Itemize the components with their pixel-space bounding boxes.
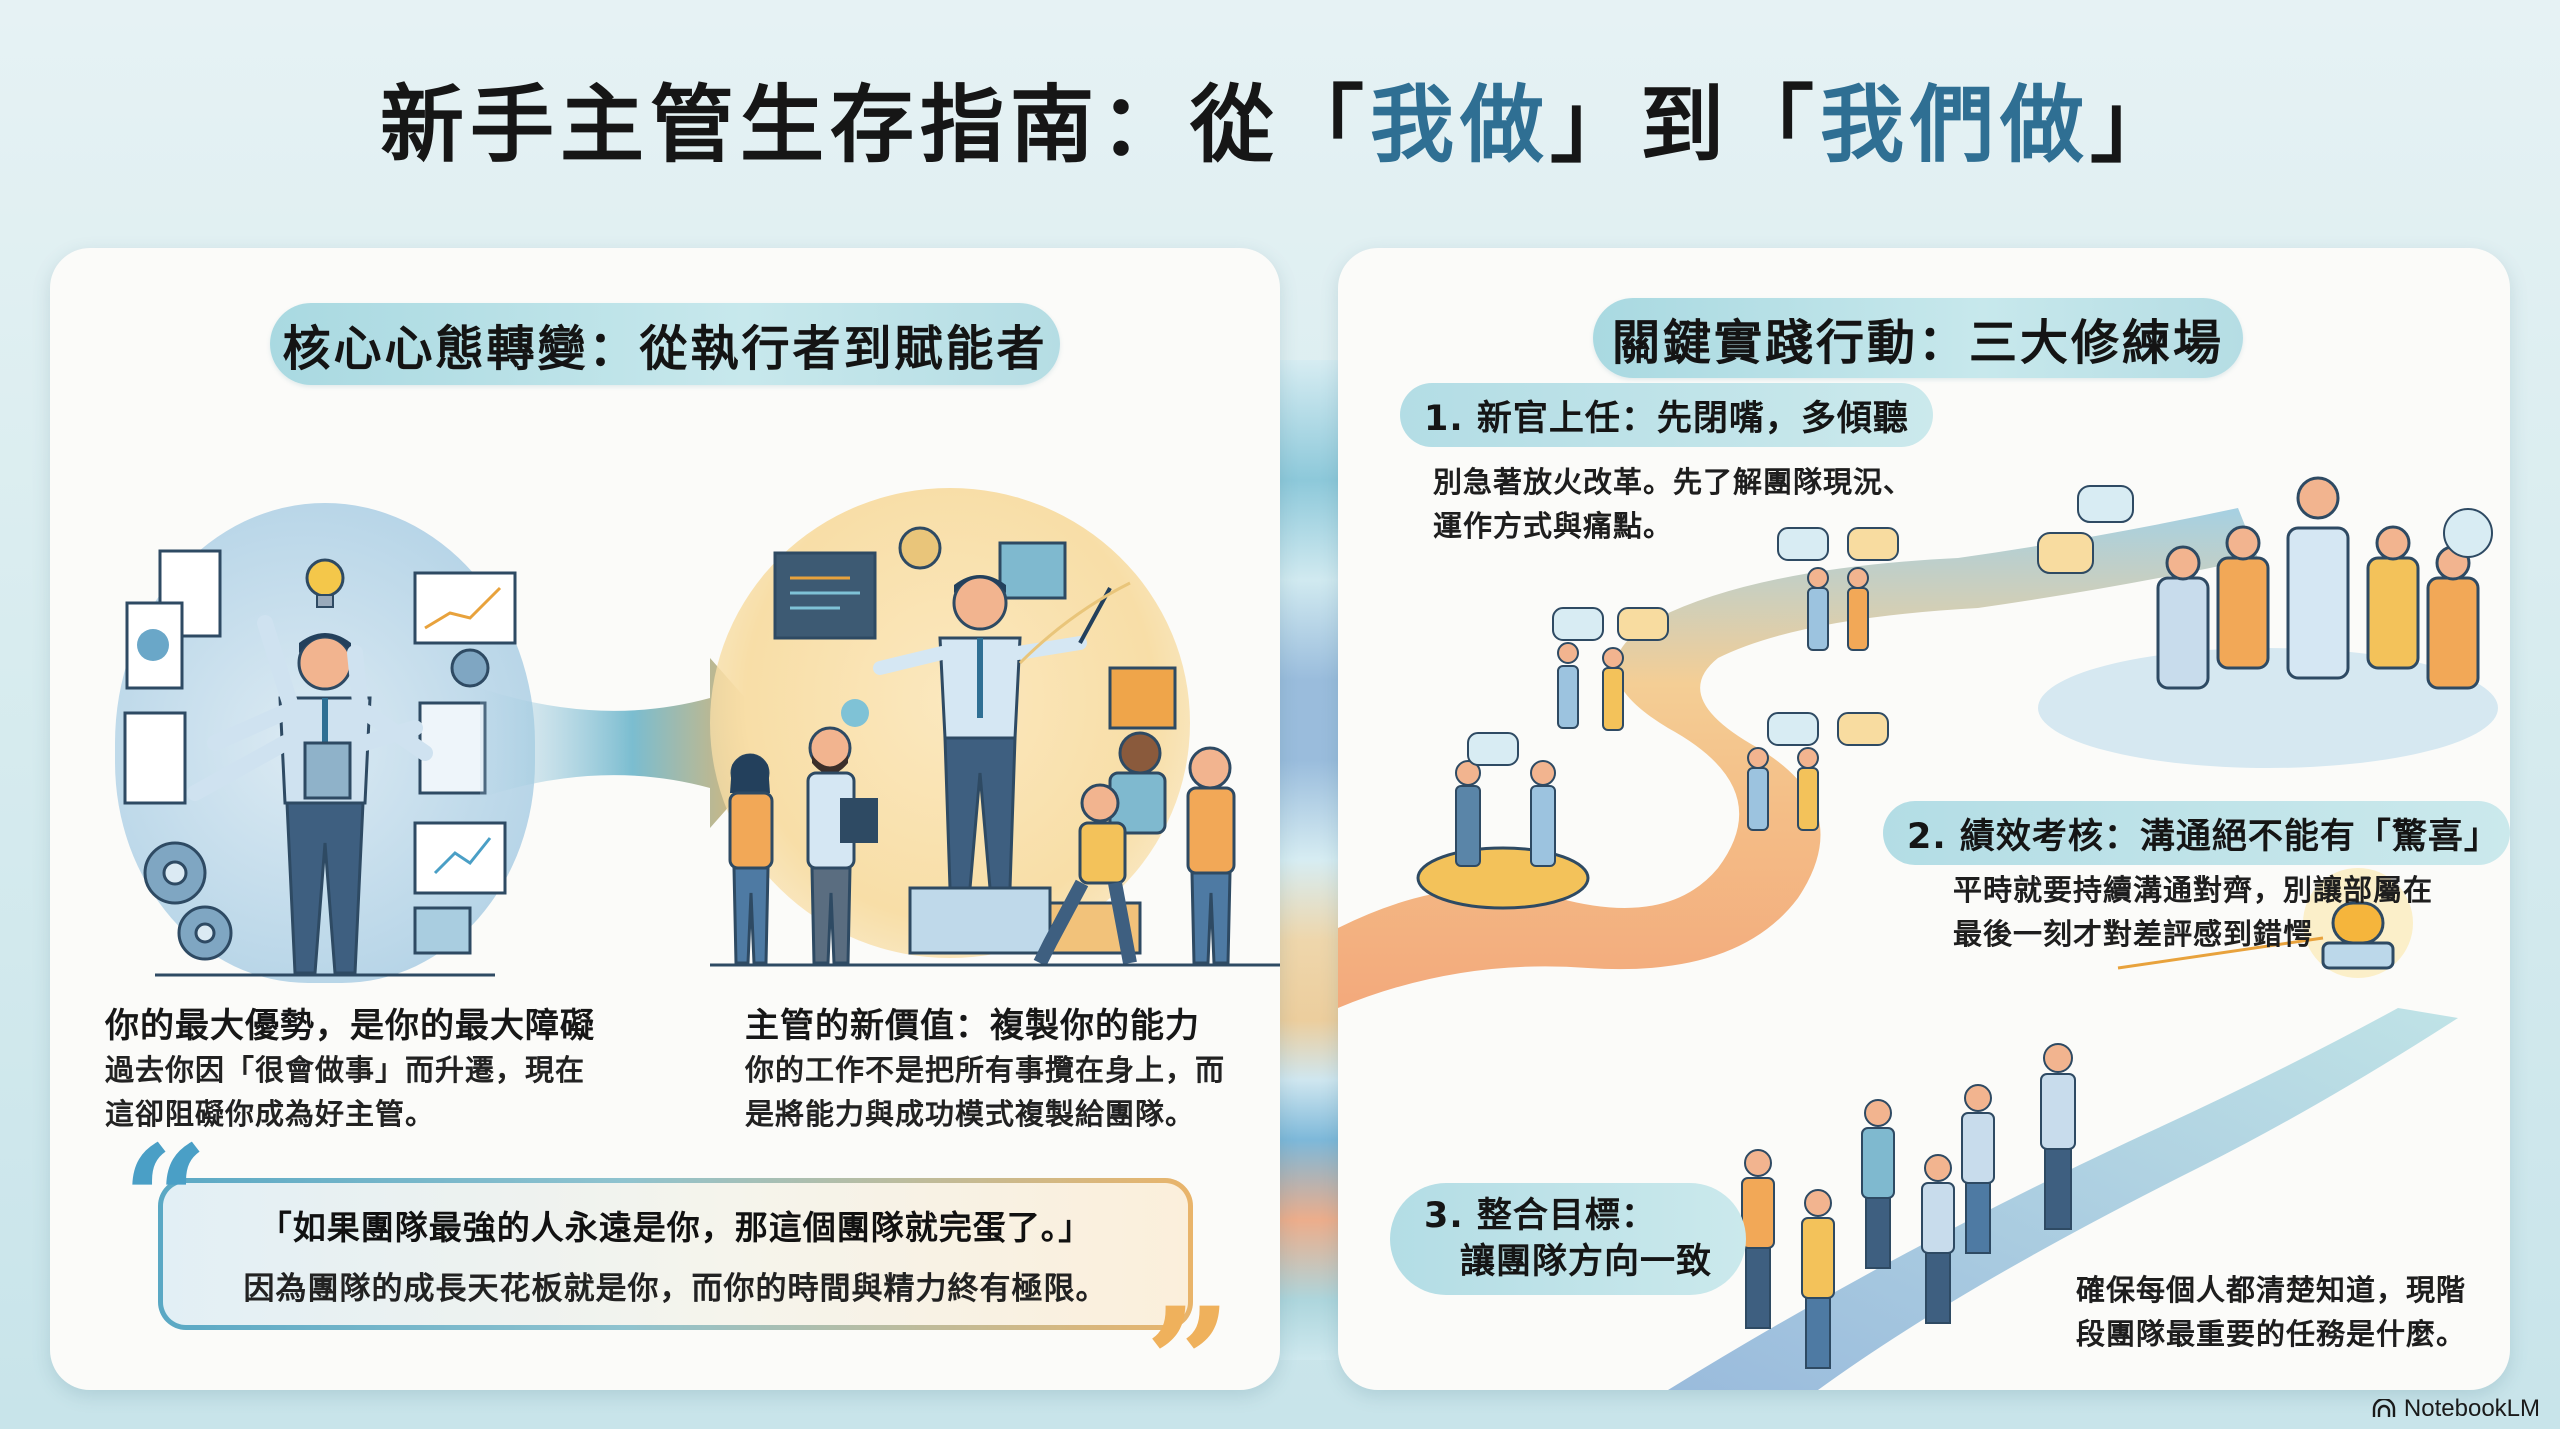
biggest-strength-line: 這卻阻礙你成為好主管。 — [105, 1097, 436, 1131]
step-2-line: 最後一刻才對差評感到錯愕 — [1953, 917, 2314, 951]
step-3-line: 段團隊最重要的任務是什麼。 — [2076, 1317, 2467, 1351]
mindset-shift-card: 核心心態轉變：從執行者到賦能者 — [50, 248, 1280, 1390]
title-suffix: 」 — [2090, 76, 2181, 174]
step-1-line: 別急著放火改革。先了解團隊現況、 — [1433, 465, 1914, 499]
title-middle: 」到「 — [1549, 76, 1820, 174]
biggest-strength-title: 你的最大優勢，是你的最大障礙 — [105, 1006, 595, 1046]
manager-empowering-team-figure-icon — [710, 526, 1280, 967]
step-1-body: 別急著放火改革。先了解團隊現況、 運作方式與痛點。 — [1433, 460, 1913, 548]
notebooklm-brand: NotebookLM — [2372, 1395, 2540, 1423]
step-3-title-line: 讓團隊方向一致 — [1460, 1242, 1713, 1282]
title-prefix: 新手主管生存指南：從「 — [379, 76, 1370, 174]
biggest-strength-line: 過去你因「很會做事」而升遷，現在 — [105, 1053, 586, 1087]
transition-arrow-icon — [480, 658, 785, 828]
mindset-shift-heading: 核心心態轉變：從執行者到賦能者 — [270, 303, 1060, 385]
new-value-line: 你的工作不是把所有事攬在身上，而 — [745, 1053, 1226, 1087]
new-value-body: 你的工作不是把所有事攬在身上，而 是將能力與成功模式複製給團隊。 — [745, 1048, 1225, 1136]
step-3-line: 確保每個人都清楚知道，現階 — [2076, 1273, 2467, 1307]
step-1-line: 運作方式與痛點。 — [1433, 509, 1674, 543]
title-accent-us: 我們做 — [1820, 76, 2091, 174]
new-value-line: 是將能力與成功模式複製給團隊。 — [745, 1097, 1196, 1131]
biggest-strength-body: 過去你因「很會做事」而升遷，現在 這卻阻礙你成為好主管。 — [105, 1048, 585, 1136]
decorative-mosaic-strip — [1280, 360, 1338, 1360]
step-2-body: 平時就要持續溝通對齊，別讓部屬在 最後一刻才對差評感到錯愕 — [1953, 868, 2433, 956]
step-3-body: 確保每個人都清楚知道，現階 段團隊最重要的任務是什麼。 — [2076, 1268, 2466, 1356]
key-quote-box: 「如果團隊最強的人永遠是你，那這個團隊就完蛋了。」 因為團隊的成長天花板就是你，… — [158, 1178, 1193, 1330]
winding-road-illustration — [1338, 476, 2498, 1390]
step-2-title: 2. 績效考核：溝通絕不能有「驚喜」 — [1883, 801, 2510, 865]
key-actions-card: 關鍵實踐行動：三大修練場 — [1338, 248, 2510, 1390]
close-quote-icon: ” — [1145, 1275, 1232, 1390]
open-quote-icon: “ — [122, 1113, 209, 1289]
step-2-line: 平時就要持續溝通對齊，別讓部屬在 — [1953, 873, 2434, 907]
step-1-title: 1. 新官上任：先閉嘴，多傾聽 — [1400, 383, 1933, 447]
step-3-title: 3. 整合目標： 讓團隊方向一致 — [1390, 1183, 1747, 1295]
brand-label: NotebookLM — [2403, 1395, 2540, 1422]
step-3-title-line: 3. 整合目標： — [1424, 1196, 1657, 1236]
overwhelmed-manager-figure-icon — [123, 549, 517, 977]
new-value-title: 主管的新價值：複製你的能力 — [745, 1006, 1200, 1046]
page-title: 新手主管生存指南：從「我做」到「我們做」 — [0, 58, 2560, 179]
title-accent-me: 我做 — [1369, 76, 1550, 174]
notebooklm-logo-icon — [2372, 1399, 2396, 1417]
key-actions-heading: 關鍵實踐行動：三大修練場 — [1593, 298, 2243, 378]
quote-main: 「如果團隊最強的人永遠是你，那這個團隊就完蛋了。」 — [258, 1207, 1093, 1247]
quote-explanation: 因為團隊的成長天花板就是你，而你的時間與精力終有極限。 — [243, 1270, 1108, 1307]
